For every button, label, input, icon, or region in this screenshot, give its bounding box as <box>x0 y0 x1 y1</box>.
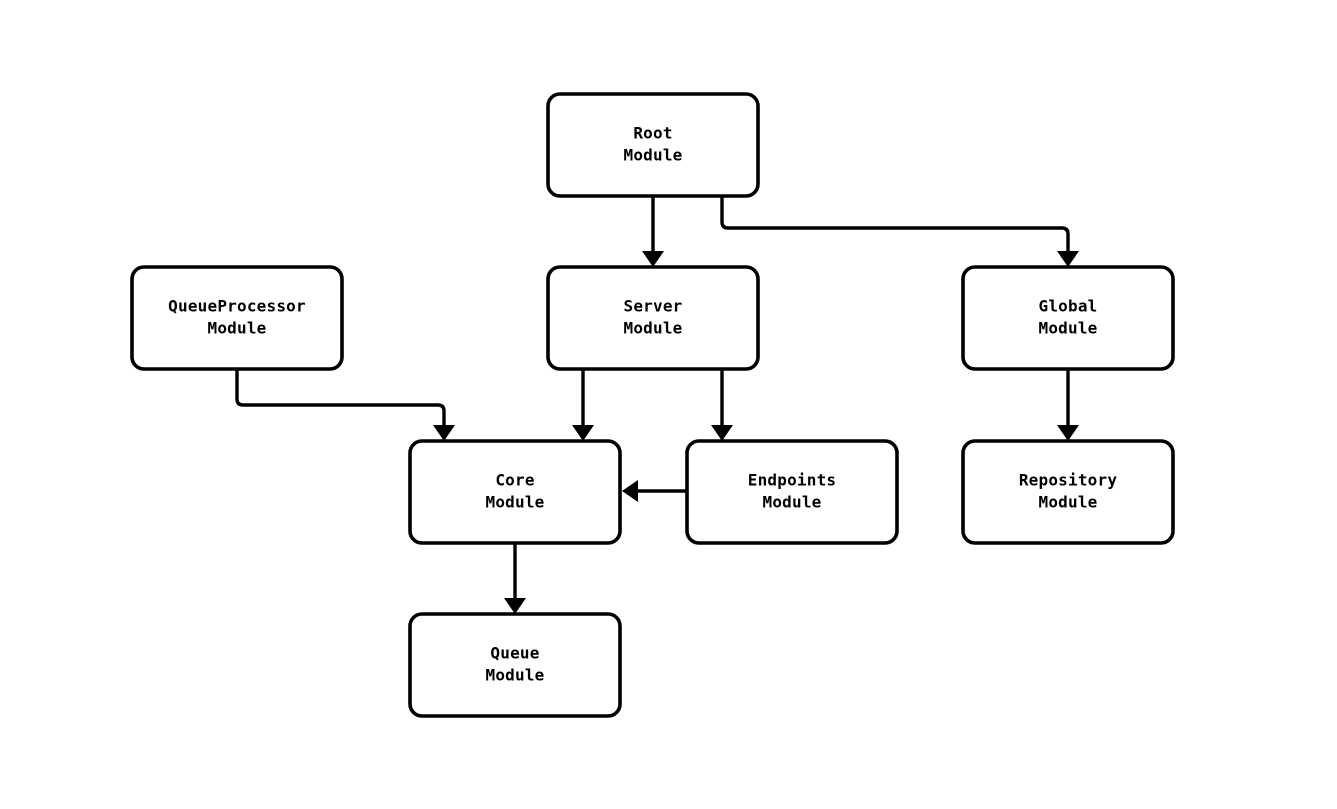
node-label-line2: Module <box>1039 319 1098 338</box>
arrowhead-icon <box>1057 251 1079 267</box>
node-label-line1: QueueProcessor <box>168 297 306 316</box>
arrowhead-icon <box>504 598 526 614</box>
edge-root-to-global <box>720 196 1079 267</box>
edge-root-to-server <box>642 196 664 267</box>
arrowhead-icon <box>572 425 594 441</box>
arrowhead-icon <box>622 480 638 502</box>
edge-server-to-core <box>572 369 594 441</box>
edge-core-to-queue <box>504 543 526 614</box>
node-label-line2: Module <box>624 146 683 165</box>
node-box[interactable] <box>961 439 1175 545</box>
node-label-line1: Endpoints <box>748 471 837 490</box>
node-label-line1: Root <box>633 124 672 143</box>
node-label-line2: Module <box>1039 493 1098 512</box>
edges-layer <box>235 196 1079 614</box>
node-box[interactable] <box>408 612 622 718</box>
edge-line <box>720 196 1070 258</box>
node-box[interactable] <box>546 92 760 198</box>
edge-queueprocessor-to-core <box>235 369 455 441</box>
node-label-line2: Module <box>486 666 545 685</box>
nodes-layer: RootModuleQueueProcessorModuleServerModu… <box>130 92 1175 718</box>
node-label-line1: Core <box>495 471 534 490</box>
arrowhead-icon <box>433 425 455 441</box>
edge-line <box>235 369 446 432</box>
node-label-line1: Repository <box>1019 471 1117 490</box>
node-label-line1: Global <box>1039 297 1098 316</box>
edge-server-to-endpoints <box>711 369 733 441</box>
node-label-line2: Module <box>208 319 267 338</box>
arrowhead-icon <box>711 425 733 441</box>
node-box[interactable] <box>685 439 899 545</box>
node-label-line2: Module <box>486 493 545 512</box>
node-label-line1: Server <box>624 297 683 316</box>
edge-endpoints-to-core <box>622 480 687 502</box>
node-label-line2: Module <box>763 493 822 512</box>
arrowhead-icon <box>642 251 664 267</box>
edge-global-to-repository <box>1057 369 1079 441</box>
node-box[interactable] <box>408 439 622 545</box>
node-label-line2: Module <box>624 319 683 338</box>
node-box[interactable] <box>546 265 760 371</box>
node-box[interactable] <box>130 265 344 371</box>
node-label-line1: Queue <box>490 644 539 663</box>
arrowhead-icon <box>1057 425 1079 441</box>
node-box[interactable] <box>961 265 1175 371</box>
